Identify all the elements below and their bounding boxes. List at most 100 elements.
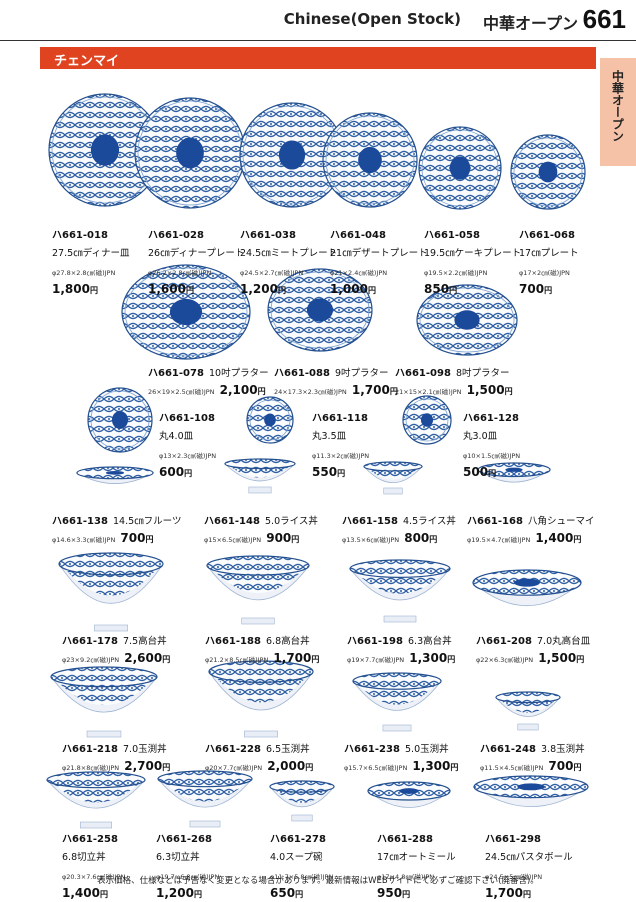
product-spec: φ13×2.3㎝(磁)JPN [159,451,217,460]
product-image-17 [206,555,310,625]
product-code: ハ661-148 [204,516,260,527]
product-code: ハ661-098 [395,368,451,379]
yen-unit: 円 [257,387,266,397]
product-price: 1,800 [52,282,90,297]
product-name: 19.5㎝ケーキプレート [424,248,522,260]
product-name: 5.0ライス丼 [265,516,318,527]
yen-unit: 円 [429,535,438,545]
product-image-11 [402,395,452,445]
yen-unit: 円 [389,387,398,397]
product-image-24 [46,771,146,829]
product-code: ハ661-108 [159,413,215,424]
product-image-2 [239,102,345,208]
side-tab-label: 中華オープン [610,70,625,142]
product-image-1 [134,97,246,209]
product-name: 7.5高台丼 [123,636,167,647]
product-name: 丸3.0皿 [463,431,498,443]
product-price: 1,200 [240,282,278,297]
product-name: 4.5ライス丼 [403,516,456,527]
product-image-13 [224,458,296,494]
product-image-12 [75,466,155,484]
product-name: 9吋プラター [335,368,389,379]
product-image-16 [58,552,164,632]
product-price: 1,600 [148,282,186,297]
product-price: 1,300 [412,759,451,774]
product-image-5 [510,134,586,210]
yen-unit: 円 [99,890,108,900]
product-price: 950 [377,886,403,901]
yen-unit: 円 [305,763,314,773]
product-spec: φ27.8×2.8㎝(磁)JPN [52,268,116,277]
product-image-6 [121,264,251,360]
product-image-22 [352,672,442,732]
product-image-14 [363,461,423,495]
product-code: ハ661-118 [312,413,368,424]
product-price: 1,000 [330,282,368,297]
yen-unit: 円 [184,469,193,479]
header-rule [0,40,636,41]
yen-unit: 円 [162,763,171,773]
product-code: ハ661-288 [377,834,433,845]
product-price: 650 [270,886,296,901]
product-code: ハ661-068 [519,230,575,241]
product-price: 500 [463,465,489,480]
product-code: ハ661-048 [330,230,386,241]
product-name: 八角シューマイ [528,516,595,527]
product-name: 丸3.5皿 [312,431,347,443]
product-spec: φ19.5×4.7㎝(磁)JPN [467,536,531,545]
product-spec: φ11.7×5.8㎝(磁)JPN [270,872,334,881]
product-price: 1,700 [351,383,390,398]
product-image-21 [208,660,314,738]
product-spec: 26×19×2.5㎝(磁)JPN [148,388,215,397]
yen-unit: 円 [504,387,513,397]
product-spec: φ17×2㎝(磁)JPN [519,268,570,277]
product-price: 1,700 [273,651,312,666]
product-code: ハ661-128 [463,413,519,424]
product-name: 5.0玉渕丼 [405,744,449,755]
product-spec: 24×17.3×2.3㎝(磁)JPN [274,388,347,397]
yen-unit: 円 [185,286,194,296]
product-price: 1,300 [409,651,448,666]
product-price: 1,400 [62,886,100,901]
product-spec: φ20×7.7㎝(磁)JPN [205,764,263,773]
product-spec: φ22×6.3㎝(磁)JPN [476,656,534,665]
product-price: 700 [519,282,545,297]
yen-unit: 円 [573,535,582,545]
product-name: 6.3高台丼 [408,636,452,647]
product-name: 14.5㎝フルーツ [113,516,182,527]
product-name: 17㎝プレート [519,248,579,260]
header-title-en: Chinese(Open Stock) [283,10,461,28]
product-name: 21㎝デザートプレート [330,248,428,260]
product-code: ハ661-268 [156,834,212,845]
product-image-23 [495,691,561,731]
product-spec: φ19×7.7㎝(磁)JPN [347,656,405,665]
product-price: 2,700 [124,759,163,774]
product-price: 2,600 [124,651,163,666]
product-code: ハ661-038 [240,230,296,241]
page-number: 661 [582,4,626,34]
yen-unit: 円 [193,890,202,900]
product-image-10 [246,396,294,444]
product-name: 6.3切立丼 [156,852,200,864]
product-name: 24.5㎝ミートプレート [240,248,338,260]
product-name: 6.5玉渕丼 [266,744,310,755]
product-image-20 [50,666,158,738]
product-name: 7.0丸高台皿 [537,636,591,647]
product-image-19 [471,569,583,607]
product-name: 6.8高台丼 [266,636,310,647]
product-code: ハ661-208 [476,636,532,647]
product-name: 17㎝オートミール [377,852,456,864]
product-code: ハ661-158 [342,516,398,527]
